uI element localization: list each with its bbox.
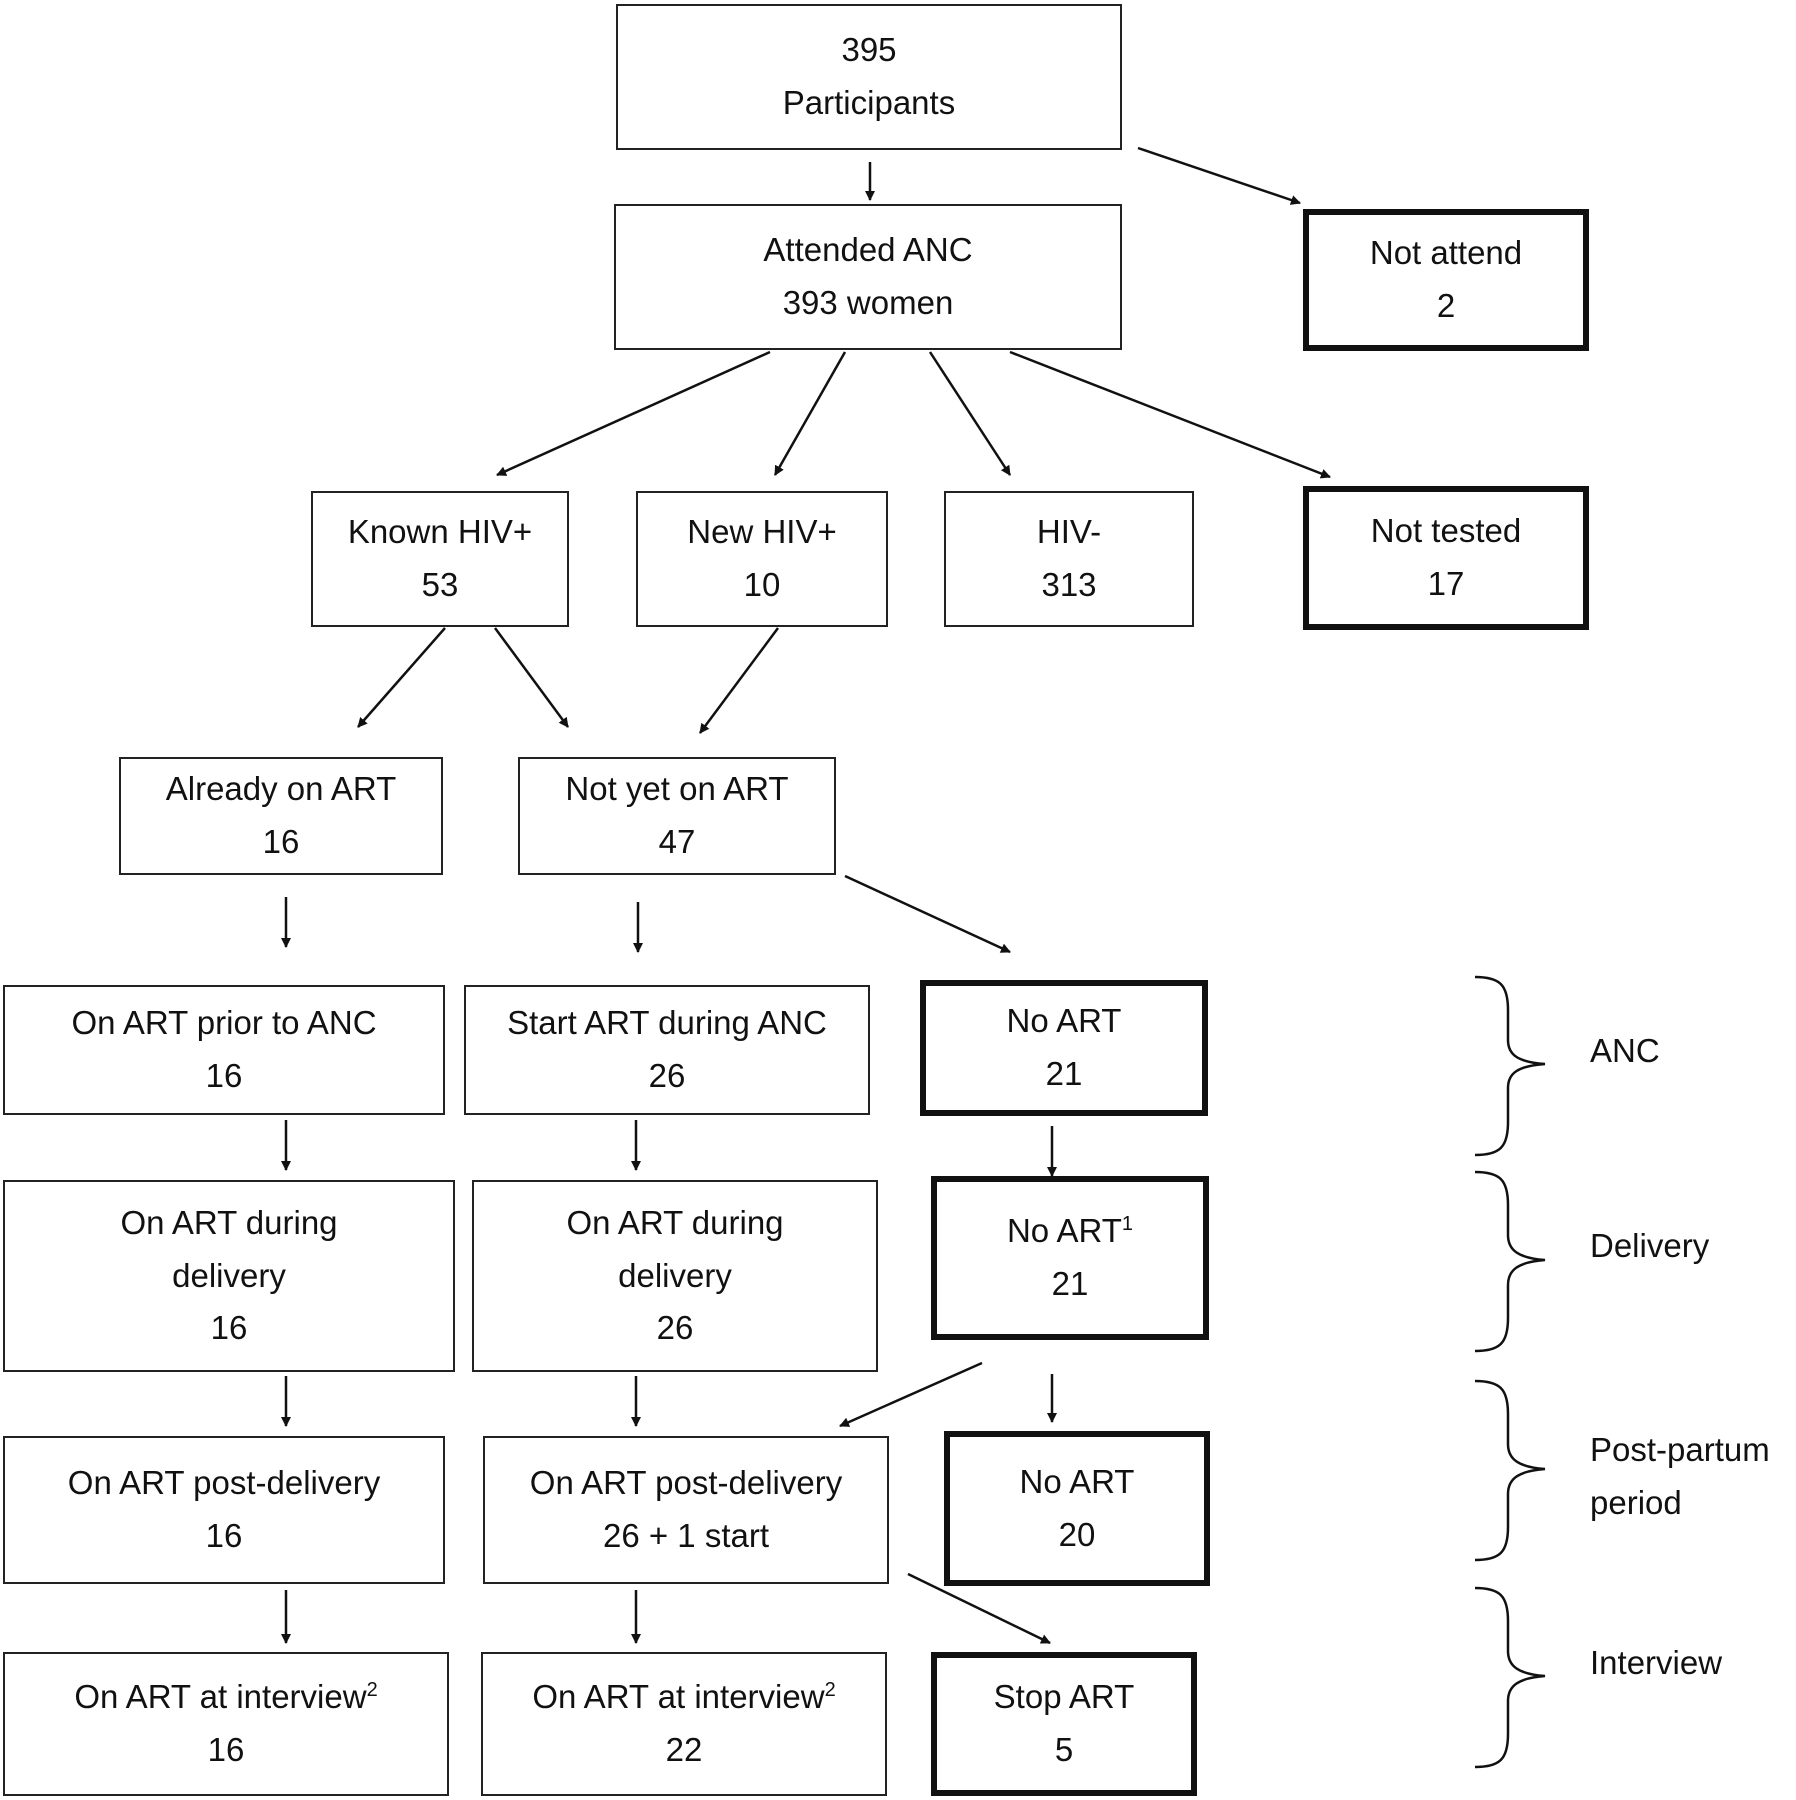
new-hiv-label: New HIV+ (687, 513, 837, 551)
no-art-anc-label: No ART (1006, 1002, 1122, 1040)
on-art-post-1-box: On ART post-delivery 16 (3, 1436, 445, 1584)
not-tested-box: Not tested 17 (1303, 486, 1589, 630)
already-on-art-box: Already on ART 16 (119, 757, 443, 875)
on-art-post-2-label: On ART post-delivery (529, 1464, 843, 1502)
arrow-post2-to-stop (907, 1572, 1051, 1645)
on-art-post-1-label: On ART post-delivery (67, 1464, 381, 1502)
stop-art-box: Stop ART 5 (931, 1652, 1197, 1796)
not-tested-label: Not tested (1370, 512, 1522, 550)
brace-delivery (1474, 1170, 1546, 1353)
footnote-2-marker: 2 (824, 1679, 836, 1702)
not-yet-on-art-count: 47 (658, 823, 696, 860)
phase-label-postpartum: Post-partum period (1590, 1424, 1770, 1530)
start-art-anc-label: Start ART during ANC (507, 1004, 827, 1042)
on-art-interview-2-box: On ART at interview2 22 (481, 1652, 887, 1796)
not-yet-on-art-label: Not yet on ART (565, 770, 789, 808)
on-art-interview-1-box: On ART at interview2 16 (3, 1652, 449, 1796)
arrow-attended-to-hivneg (928, 351, 1012, 476)
stop-art-count: 5 (1054, 1731, 1074, 1768)
arrow-known-to-already (357, 627, 446, 728)
on-art-delivery-1-box: On ART during delivery 16 (3, 1180, 455, 1372)
no-art-anc-box: No ART 21 (920, 980, 1208, 1116)
no-art-post-count: 20 (1058, 1515, 1096, 1553)
arrow-participants-to-not-attend (1137, 146, 1301, 205)
phase-label-delivery: Delivery (1590, 1220, 1709, 1273)
on-art-delivery-2-line1: On ART during (566, 1203, 784, 1241)
attended-anc-box: Attended ANC 393 women (614, 204, 1122, 350)
brace-postpartum (1474, 1379, 1546, 1562)
on-art-interview-2-count: 22 (665, 1731, 703, 1768)
on-art-interview-2-label: On ART at interview2 (532, 1671, 835, 1724)
no-art-anc-count: 21 (1045, 1055, 1083, 1092)
on-art-delivery-1-line2: delivery (172, 1256, 286, 1294)
phase-delivery-text: Delivery (1590, 1227, 1710, 1264)
new-hiv-box: New HIV+ 10 (636, 491, 888, 627)
attended-anc-count: 393 women (782, 284, 954, 321)
phase-label-interview: Interview (1590, 1637, 1722, 1690)
on-art-interview-1-label: On ART at interview2 (74, 1671, 377, 1724)
hiv-negative-label: HIV- (1036, 513, 1102, 551)
start-art-anc-count: 26 (648, 1057, 686, 1094)
participants-box: 395 Participants (616, 4, 1122, 150)
hiv-negative-box: HIV- 313 (944, 491, 1194, 627)
attended-anc-label: Attended ANC (763, 231, 973, 269)
on-art-delivery-2-line2: delivery (618, 1256, 732, 1294)
on-art-interview-1-text: On ART at interview (74, 1678, 367, 1716)
arrow-new-to-not-yet (698, 627, 780, 734)
known-hiv-count: 53 (421, 566, 459, 603)
no-art-delivery-count: 21 (1051, 1265, 1089, 1302)
on-art-interview-1-count: 16 (207, 1731, 245, 1768)
participants-label: Participants (782, 84, 956, 121)
stop-art-label: Stop ART (993, 1678, 1135, 1716)
not-attend-box: Not attend 2 (1303, 209, 1589, 351)
not-tested-count: 17 (1427, 565, 1465, 602)
not-attend-count: 2 (1436, 287, 1456, 324)
arrow-notyet-to-noart (844, 874, 1011, 954)
arrow-known-to-not-yet (493, 627, 570, 728)
hiv-negative-count: 313 (1041, 566, 1097, 603)
arrow-attended-to-known (496, 350, 771, 477)
participants-count: 395 (841, 31, 897, 69)
arrow-noart1-to-post2 (839, 1361, 983, 1428)
new-hiv-count: 10 (743, 566, 781, 603)
footnote-2-marker: 2 (366, 1679, 378, 1702)
no-art-delivery-text: No ART (1006, 1212, 1122, 1250)
start-art-anc-box: Start ART during ANC 26 (464, 985, 870, 1115)
phase-postpartum-line2: period (1590, 1483, 1682, 1521)
known-hiv-box: Known HIV+ 53 (311, 491, 569, 627)
on-art-post-1-count: 16 (205, 1517, 243, 1554)
already-on-art-count: 16 (262, 823, 300, 860)
on-art-delivery-1-count: 16 (210, 1309, 248, 1347)
brace-interview (1474, 1586, 1546, 1769)
on-art-delivery-1-line1: On ART during (120, 1203, 338, 1241)
arrow-attended-to-new (773, 351, 847, 476)
on-art-delivery-2-count: 26 (656, 1309, 694, 1347)
on-art-delivery-2-box: On ART during delivery 26 (472, 1180, 878, 1372)
arrow-attended-to-not-tested (1009, 350, 1331, 479)
phase-interview-text: Interview (1590, 1644, 1723, 1681)
on-art-post-2-box: On ART post-delivery 26 + 1 start (483, 1436, 889, 1584)
on-art-prior-anc-label: On ART prior to ANC (71, 1004, 377, 1042)
phase-postpartum-line1: Post-partum (1590, 1431, 1770, 1468)
on-art-prior-anc-count: 16 (205, 1057, 243, 1094)
footnote-1-marker: 1 (1121, 1213, 1134, 1236)
no-art-post-box: No ART 20 (944, 1431, 1210, 1586)
on-art-post-2-count: 26 + 1 start (602, 1517, 769, 1554)
known-hiv-label: Known HIV+ (347, 513, 533, 551)
not-yet-on-art-box: Not yet on ART 47 (518, 757, 836, 875)
no-art-delivery-label: No ART1 (1007, 1205, 1133, 1258)
brace-anc (1474, 975, 1546, 1157)
no-art-delivery-box: No ART1 21 (931, 1176, 1209, 1340)
on-art-prior-anc-box: On ART prior to ANC 16 (3, 985, 445, 1115)
not-attend-label: Not attend (1369, 234, 1523, 272)
phase-label-anc: ANC (1590, 1025, 1660, 1078)
already-on-art-label: Already on ART (165, 770, 397, 808)
phase-anc-text: ANC (1590, 1032, 1660, 1069)
on-art-interview-2-text: On ART at interview (532, 1678, 825, 1716)
no-art-post-label: No ART (1019, 1462, 1135, 1500)
